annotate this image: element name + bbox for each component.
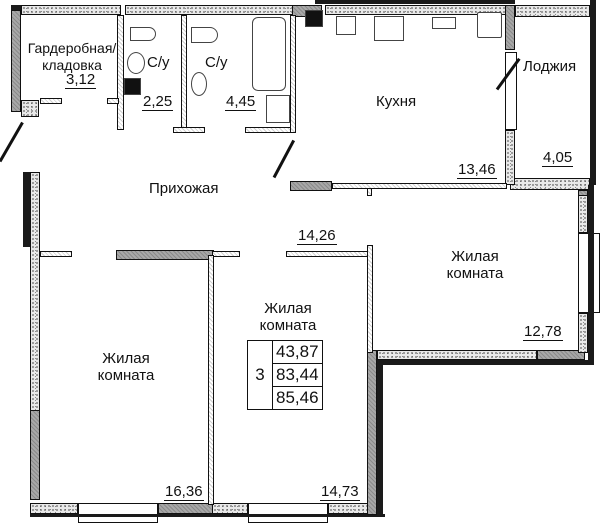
partition-hall-living-mid — [212, 251, 240, 257]
wall-center-right-outer — [377, 350, 383, 517]
total-area-with-loggia: 85,46 — [276, 388, 319, 407]
wall-left-bottom — [30, 410, 40, 500]
room-name-living-right: Жилая комната — [440, 248, 510, 282]
sink-icon — [191, 72, 207, 96]
room-area-bath2: 4,45 — [225, 93, 257, 111]
partition-bath2-kitchen — [290, 15, 296, 133]
wall-kitchen-right — [505, 130, 515, 185]
room-name-line: комната — [446, 265, 504, 282]
wall-right — [578, 195, 588, 233]
partition-left-stub — [40, 251, 72, 257]
partition-bath1-foot — [173, 127, 205, 133]
room-area-living-center: 14,73 — [320, 483, 360, 501]
partition-living-right-left — [367, 245, 373, 353]
wall-top-bath — [125, 5, 305, 15]
room-name-wardrobe: Гардеробная/ кладовка — [24, 40, 120, 74]
wall-bottom-mid2 — [212, 503, 248, 514]
partition-living-divider — [208, 255, 214, 505]
room-area-hall: 14,26 — [297, 227, 337, 245]
column-hall-living — [116, 250, 214, 260]
room-name-line: кладовка — [42, 57, 102, 73]
room-name-loggia: Лоджия — [523, 58, 577, 75]
shaft-kitchen-icon — [305, 10, 323, 27]
wall-bottom-outer — [30, 514, 385, 517]
toilet-icon — [191, 27, 218, 43]
wall-loggia-top — [515, 5, 590, 17]
room-name-line: комната — [259, 317, 317, 334]
door-kitchen[interactable] — [272, 139, 296, 179]
sink-icon — [127, 52, 145, 74]
room-count: 3 — [248, 341, 273, 409]
wall-living-right-bottom — [377, 350, 537, 360]
boiler-icon — [477, 12, 502, 38]
column-hall-kitchen — [290, 181, 332, 191]
wall-loggia-right-outer — [590, 0, 596, 185]
room-area-bath1: 2,25 — [142, 93, 174, 111]
wall-left-outer — [23, 172, 30, 247]
room-name-line: Жилая — [264, 300, 312, 317]
wall-left — [30, 172, 40, 412]
room-area-wardrobe: 3,12 — [65, 71, 97, 89]
kitchen-sink-icon — [432, 17, 456, 29]
stove-icon — [374, 16, 404, 41]
door-entrance[interactable] — [0, 121, 24, 163]
wall-living-right-bottom-gray — [537, 350, 585, 360]
wall-center-right — [367, 350, 377, 515]
toilet-icon — [130, 27, 156, 41]
living-area: 43,87 — [273, 341, 322, 364]
partition-bath1-bath2 — [181, 15, 187, 130]
room-name-line: Гардеробная/ — [27, 40, 117, 56]
room-name-living-center: Жилая комната — [250, 300, 326, 334]
partition-wardrobe-stub — [40, 98, 62, 104]
shaft-icon — [124, 78, 141, 95]
window-bottom-center[interactable] — [248, 503, 328, 523]
partition-hall-kitchen-stub — [367, 188, 372, 196]
room-area-kitchen: 13,46 — [457, 161, 497, 179]
washing-machine-icon — [266, 95, 290, 123]
room-name-hall: Прихожая — [149, 180, 219, 197]
wall-bottom-right — [328, 503, 368, 514]
room-name-living-left: Жилая комната — [88, 350, 164, 384]
room-area-living-right: 12,78 — [523, 323, 563, 341]
room-area-loggia: 4,05 — [542, 149, 574, 167]
partition-wardrobe-stub2 — [107, 98, 119, 104]
room-area-living-left: 16,36 — [164, 483, 204, 501]
room-name-kitchen: Кухня — [376, 93, 417, 110]
wall-top-kitchen-edge — [315, 0, 515, 4]
window-bottom-left[interactable] — [78, 503, 158, 523]
room-name-bath2: С/у — [205, 54, 228, 71]
wall-wardrobe-left — [11, 10, 21, 112]
bathroom-sink-icon — [336, 16, 356, 35]
room-name-bath1: С/у — [147, 54, 170, 71]
wall-wardrobe-corner — [21, 100, 39, 117]
wall-right-lower — [578, 313, 588, 353]
partition-hall-right — [286, 251, 372, 257]
wall-loggia-bottom — [510, 178, 590, 190]
wall-right-outer — [588, 185, 594, 365]
partition-wardrobe-bath — [117, 15, 124, 130]
partition-bath2-foot — [245, 127, 295, 133]
room-name-line: Жилая — [451, 248, 499, 265]
apartment-summary: 3 43,87 83,44 85,46 — [247, 340, 323, 410]
wall-bottom-left — [30, 503, 78, 514]
room-name-line: Жилая — [102, 350, 150, 367]
partition-hall-kitchen — [332, 183, 507, 189]
bathtub-icon — [252, 17, 286, 91]
wall-loggia-left — [505, 5, 515, 50]
total-area: 83,44 — [273, 364, 322, 387]
wall-living-right-bottom-outer — [383, 360, 593, 365]
wall-top-left — [21, 5, 121, 15]
room-name-line: комната — [97, 367, 155, 384]
